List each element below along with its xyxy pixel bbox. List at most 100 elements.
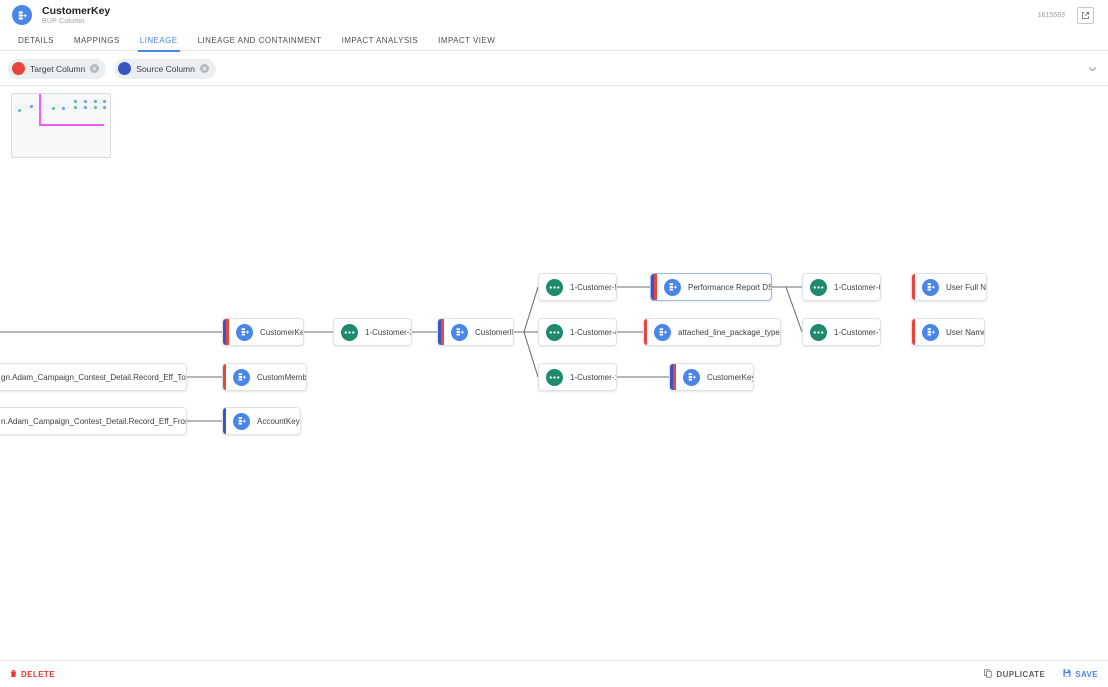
dataset-icon	[546, 278, 563, 296]
minimap-viewport	[39, 94, 104, 126]
target-column-bar	[912, 274, 915, 300]
node-label: attached_line_package_type_id	[678, 327, 780, 337]
node-type-bars	[651, 274, 657, 300]
column-icon	[233, 368, 250, 386]
node-label: 1-Customer-1	[570, 372, 616, 382]
source-column-bar	[438, 319, 441, 345]
graph-node-record-eff-from[interactable]: n.Adam_Campaign_Contest_Detail.Record_Ef…	[0, 407, 187, 435]
tab-lineage[interactable]: LINEAGE	[130, 31, 188, 52]
node-type-bars	[644, 319, 647, 345]
graph-edge	[514, 286, 539, 333]
save-label: SAVE	[1075, 669, 1098, 679]
delete-button[interactable]: DELETE	[10, 669, 55, 680]
column-icon	[233, 412, 250, 430]
node-label: 1-Customer-5	[570, 282, 616, 292]
source-column-bar	[223, 319, 226, 345]
graph-node-custommembers[interactable]: CustomMembers	[222, 363, 307, 391]
graph-node-customer-5[interactable]: 1-Customer-5	[538, 273, 617, 301]
tab-impact-view[interactable]: IMPACT VIEW	[438, 35, 496, 45]
graph-node-customerkey-right[interactable]: CustomerKey	[669, 363, 754, 391]
node-label: n.Adam_Campaign_Contest_Detail.Record_Ef…	[1, 416, 186, 426]
target-column-bar	[226, 319, 229, 345]
filter-bar: Target Column Source Column	[0, 52, 1108, 86]
duplicate-button[interactable]: DUPLICATE	[984, 668, 1046, 680]
graph-node-customer-1[interactable]: 1-Customer-1	[538, 363, 617, 391]
node-type-bars	[912, 274, 915, 300]
column-icon	[12, 5, 32, 25]
filter-chip-label: Source Column	[136, 63, 195, 74]
graph-node-user-full-name[interactable]: User Full Name	[911, 273, 987, 301]
filter-chip-target-column[interactable]: Target Column	[8, 58, 107, 79]
chevron-down-icon[interactable]	[1084, 61, 1100, 77]
dataset-icon	[546, 368, 563, 386]
source-column-bar	[223, 408, 226, 434]
graph-node-accountkey[interactable]: AccountKey	[222, 407, 301, 435]
trash-icon	[10, 669, 17, 680]
page-header: CustomerKey BUP Column 1615563	[0, 0, 1108, 30]
save-button[interactable]: SAVE	[1063, 669, 1098, 679]
node-label: CustomerKey	[260, 327, 303, 337]
tab-lineage-and-containment[interactable]: LINEAGE AND CONTAINMENT	[197, 35, 322, 45]
delete-label: DELETE	[21, 669, 55, 679]
graph-minimap[interactable]	[11, 93, 111, 158]
node-label: User Name	[946, 327, 984, 337]
graph-node-customer-3[interactable]: 1-Customer-3	[333, 318, 412, 346]
column-icon	[683, 368, 700, 386]
graph-node-record-eff-to[interactable]: gn.Adam_Campaign_Contest_Detail.Record_E…	[0, 363, 187, 391]
target-column-bar	[441, 319, 444, 345]
target-column-bar	[654, 274, 657, 300]
node-type-bars	[223, 408, 226, 434]
tab-bar: DETAILS MAPPINGS LINEAGE LINEAGE AND CON…	[0, 31, 1108, 52]
node-label: 1-Customer-3	[365, 327, 411, 337]
footer-right-actions: DUPLICATE SAVE	[984, 668, 1098, 680]
node-type-bars	[223, 319, 229, 345]
tab-details[interactable]: DETAILS	[18, 35, 54, 45]
target-column-bar	[912, 319, 915, 345]
graph-node-customerid[interactable]: CustomerID	[437, 318, 514, 346]
graph-edge	[772, 286, 803, 333]
node-label: User Full Name	[946, 282, 986, 292]
node-type-bars	[438, 319, 444, 345]
node-label: 1-Customer-6	[834, 282, 880, 292]
graph-node-customer-4[interactable]: 1-Customer-4	[538, 318, 617, 346]
graph-node-user-name[interactable]: User Name	[911, 318, 985, 346]
duplicate-label: DUPLICATE	[996, 669, 1046, 679]
close-icon[interactable]	[199, 64, 209, 73]
graph-edges	[0, 286, 803, 422]
lineage-canvas[interactable]: gn.Adam_Campaign_Contest_Detail.Record_E…	[0, 86, 1108, 661]
graph-node-customer-6[interactable]: 1-Customer-6	[802, 273, 881, 301]
node-label: CustomerKey	[707, 372, 753, 382]
node-type-bars	[912, 319, 915, 345]
close-icon[interactable]	[90, 64, 100, 73]
target-column-color-dot	[12, 62, 25, 75]
external-link-icon[interactable]	[1077, 6, 1094, 24]
node-label: gn.Adam_Campaign_Contest_Detail.Record_E…	[1, 372, 186, 382]
node-label: CustomMembers	[257, 372, 306, 382]
graph-node-attached-line[interactable]: attached_line_package_type_id	[643, 318, 781, 346]
tab-impact-analysis[interactable]: IMPACT ANALYSIS	[341, 35, 419, 45]
source-column-color-dot	[118, 62, 132, 75]
filter-chip-source-column[interactable]: Source Column	[114, 58, 216, 79]
node-label: 1-Customer-4	[570, 327, 616, 337]
column-icon	[922, 323, 939, 341]
tab-mappings[interactable]: MAPPINGS	[73, 35, 120, 45]
target-column-bar	[644, 319, 647, 345]
header-text: CustomerKey BUP Column	[42, 5, 110, 26]
column-icon	[922, 278, 939, 296]
graph-node-perf-report-dsu[interactable]: Performance Report DSU	[650, 273, 772, 301]
save-icon	[1063, 669, 1071, 679]
footer-toolbar: DELETE DUPLICATE	[0, 661, 1108, 687]
node-label: Performance Report DSU	[688, 282, 771, 292]
graph-node-customerkey-left[interactable]: CustomerKey	[222, 318, 304, 346]
node-type-bars	[670, 364, 676, 390]
record-id: 1615563	[1037, 11, 1065, 19]
graph-node-customer-7[interactable]: 1-Customer-7	[802, 318, 881, 346]
node-type-bars	[223, 364, 226, 390]
page-title: CustomerKey	[42, 4, 111, 17]
filter-chip-label: Target Column	[30, 63, 86, 74]
target-column-bar	[223, 364, 226, 390]
node-label: AccountKey	[257, 416, 300, 426]
page-subtitle: BUP Column	[42, 17, 85, 25]
column-icon	[451, 323, 468, 341]
